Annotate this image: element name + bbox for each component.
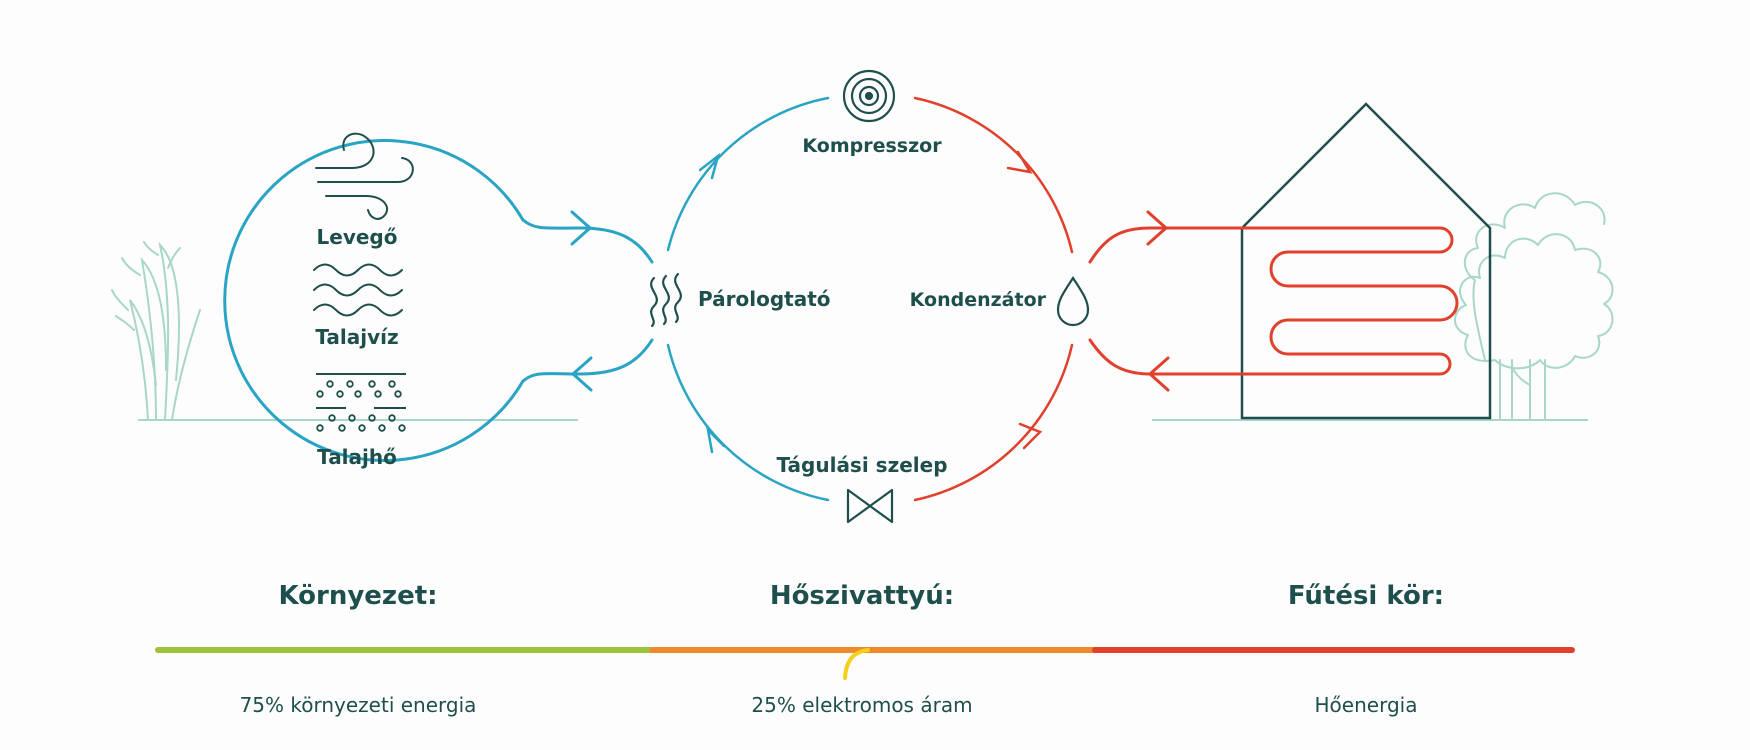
label-air: Levegő	[317, 225, 398, 249]
compressor-icon	[842, 69, 896, 123]
section-environment: Környezet:	[278, 581, 437, 611]
evaporator-icon	[650, 272, 682, 328]
share-environment: 75% környezeti energia	[240, 693, 477, 717]
tree-icon	[1454, 192, 1614, 421]
droplet-icon	[1056, 275, 1090, 327]
label-evaporator: Párologtató	[698, 287, 831, 311]
floor-heating-coil	[1240, 226, 1459, 376]
environment-loop	[223, 139, 654, 462]
energy-bar	[155, 647, 1575, 680]
heating-connectors	[1088, 210, 1242, 392]
expansion-valve-icon	[846, 488, 894, 524]
label-groundwater: Talajvíz	[315, 325, 398, 349]
share-electricity: 25% elektromos áram	[751, 693, 972, 717]
grass-icon	[111, 241, 201, 421]
label-expansion-valve: Tágulási szelep	[776, 453, 947, 477]
wind-icon	[315, 132, 414, 220]
share-heat: Hőenergia	[1315, 693, 1418, 717]
bar-electricity-input	[843, 648, 870, 680]
label-condenser: Kondenzátor	[910, 289, 1047, 311]
section-heating: Fűtési kör:	[1288, 581, 1444, 611]
refrigerant-cycle	[666, 96, 1074, 502]
house-icon	[1240, 102, 1492, 420]
label-ground-heat: Talajhő	[317, 445, 397, 469]
section-heatpump: Hőszivattyú:	[770, 581, 954, 611]
ground-heat-icon	[316, 373, 406, 432]
waves-icon	[313, 263, 403, 317]
label-compressor: Kompresszor	[802, 135, 942, 157]
